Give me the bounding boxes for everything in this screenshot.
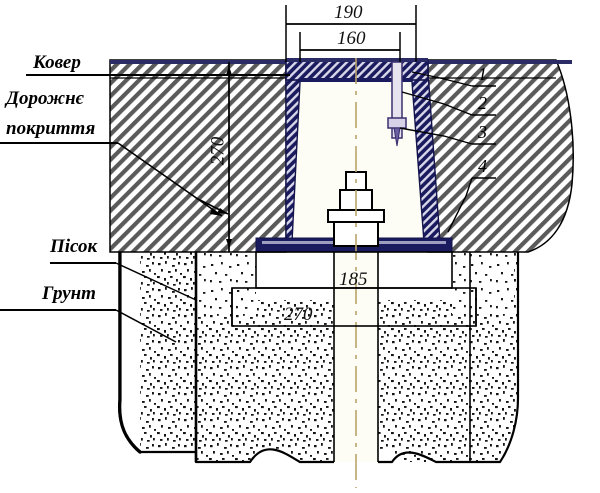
callout1-leader (411, 71, 473, 87)
road-pavement-zone (109, 59, 574, 253)
dimension-label-270-lower: 270 (284, 304, 313, 325)
sand-left (196, 252, 256, 314)
label-leader-lines (0, 74, 290, 343)
callout-leader-lines (399, 71, 496, 233)
dimension-label-190: 190 (334, 2, 363, 23)
sand-right (452, 252, 514, 314)
bolt-collar (387, 117, 407, 129)
left-wedge-outline (118, 252, 142, 454)
label-kover: Ковер (33, 52, 81, 73)
callout-label-4: 4 (478, 156, 487, 176)
dimension-270-lower (231, 287, 477, 327)
ground-zone (118, 250, 520, 464)
label-road-surface-line2: покриття (6, 118, 96, 139)
callout-label-2: 2 (478, 93, 487, 113)
callout4-leader (447, 177, 473, 233)
leader-road-arrow (210, 208, 222, 216)
dimension-label-185: 185 (339, 269, 368, 290)
soil-bottom-break-right (378, 451, 500, 464)
label-sand: Пісок (50, 236, 98, 257)
left-blank-wedge (119, 252, 140, 452)
dimension-190 (285, 5, 417, 62)
callout-label-3: 3 (478, 122, 487, 142)
soil-right-break (498, 250, 520, 464)
dimension-label-270-vertical: 270 (207, 136, 229, 166)
soil-bottom-break (140, 448, 334, 464)
label-road-surface-line1: Дорожнє (6, 88, 84, 109)
cover-top-rim (286, 58, 428, 62)
leader-soil-d (115, 309, 177, 343)
callout-label-1: 1 (478, 64, 487, 84)
cover-bolt-assembly (387, 61, 407, 147)
surface-box-cover (285, 58, 429, 82)
dimension-160 (299, 32, 401, 62)
callout2-leader (401, 91, 473, 116)
label-soil: Грунт (42, 283, 96, 304)
dim270v-arrow-top (226, 66, 232, 75)
leader-road-d (117, 142, 223, 217)
bolt-tip (393, 127, 401, 147)
pavement-right (427, 59, 574, 253)
cover-body (285, 59, 429, 81)
callout3-leader (399, 127, 473, 145)
dim270v-arrow-bottom (226, 239, 232, 248)
leader-sand-d (115, 262, 197, 301)
dim270v-leader-arrow (217, 208, 228, 214)
dimension-label-160: 160 (337, 28, 366, 49)
